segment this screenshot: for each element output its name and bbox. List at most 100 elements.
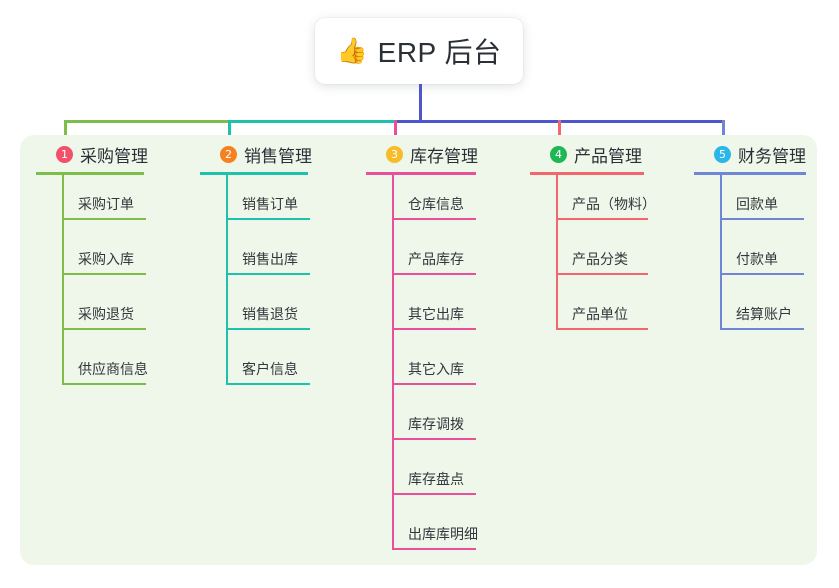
column-2: 2 销售管理销售订单销售出库销售退货客户信息 [200,142,312,395]
leaf-node-label: 采购入库 [78,251,134,267]
column-spine-2 [226,175,228,385]
leaf-node-label: 库存调拨 [408,416,464,432]
column-body-1: 采购订单采购入库采购退货供应商信息 [36,175,148,395]
column-spine-4 [556,175,558,330]
column-title-2: 销售管理 [244,146,312,166]
column-underline-2 [200,172,308,175]
column-3: 3 库存管理仓库信息产品库存其它出库其它入库库存调拨库存盘点出库库明细 [366,142,478,560]
column-badge-1: 1 [56,145,73,163]
leaf-node[interactable]: 仓库信息 [366,175,478,230]
leaf-node-label: 其它入库 [408,361,464,377]
column-header-3[interactable]: 3 库存管理 [366,142,478,166]
column-badge-3: 3 [386,145,403,163]
column-header-4[interactable]: 4 产品管理 [530,142,644,166]
leaf-node-label: 仓库信息 [408,196,464,212]
leaf-node-label: 结算账户 [736,306,792,322]
leaf-node-underline [720,328,804,330]
leaf-node-underline [392,273,476,275]
leaf-node-label: 客户信息 [242,361,298,377]
leaf-node[interactable]: 采购入库 [36,230,148,285]
leaf-node-underline [392,383,476,385]
column-4: 4 产品管理产品（物料） 产品分类产品单位 [530,142,656,340]
leaf-node[interactable]: 采购订单 [36,175,148,230]
leaf-node[interactable]: 其它出库 [366,285,478,340]
column-body-4: 产品（物料） 产品分类产品单位 [530,175,656,340]
leaf-node[interactable]: 产品（物料） [530,175,656,230]
leaf-node-underline [62,328,146,330]
column-spine-5 [720,175,722,330]
leaf-node[interactable]: 销售订单 [200,175,312,230]
column-underline-5 [694,172,806,175]
column-5: 5 财务管理回款单付款单结算账户 [694,142,806,340]
leaf-node-underline [226,328,310,330]
column-spine-3 [392,175,394,550]
connector-bus-segment-1 [64,120,231,123]
leaf-node-underline [392,548,476,550]
leaf-node[interactable]: 产品库存 [366,230,478,285]
leaf-node-underline [392,493,476,495]
leaf-node-label: 产品库存 [408,251,464,267]
leaf-node-label: 库存盘点 [408,471,464,487]
leaf-node[interactable]: 库存调拨 [366,395,478,450]
root-node-title: ERP 后台 [377,37,502,68]
leaf-node[interactable]: 产品分类 [530,230,648,285]
leaf-node[interactable]: 结算账户 [694,285,806,340]
leaf-node-underline [720,273,804,275]
column-underline-3 [366,172,476,175]
leaf-node-label: 出库库明细 [408,526,478,542]
leaf-node-label: 销售出库 [242,251,298,267]
column-spine-1 [62,175,64,385]
leaf-node[interactable]: 供应商信息 [36,340,148,395]
leaf-node[interactable]: 付款单 [694,230,806,285]
column-badge-2: 2 [220,145,237,163]
column-underline-4 [530,172,644,175]
column-title-3: 库存管理 [410,146,478,166]
column-underline-1 [36,172,144,175]
leaf-node-label: 采购退货 [78,306,134,322]
column-title-4: 产品管理 [574,146,642,166]
leaf-node-underline [62,273,146,275]
leaf-node-underline [556,328,648,330]
root-node-card[interactable]: 👍 ERP 后台 [315,18,523,84]
connector-root-stem [419,84,422,120]
leaf-node-label: 销售订单 [242,196,298,212]
leaf-node[interactable]: 库存盘点 [366,450,478,505]
column-badge-5: 5 [714,145,731,163]
leaf-node[interactable]: 回款单 [694,175,806,230]
leaf-node-label: 其它出库 [408,306,464,322]
leaf-node-underline [392,438,476,440]
leaf-node-label: 产品（物料） [572,196,656,212]
column-body-5: 回款单付款单结算账户 [694,175,806,340]
leaf-node[interactable]: 产品单位 [530,285,648,340]
leaf-node-label: 采购订单 [78,196,134,212]
leaf-node-underline [62,383,146,385]
column-body-3: 仓库信息产品库存其它出库其它入库库存调拨库存盘点出库库明细 [366,175,478,560]
column-title-5: 财务管理 [738,146,806,166]
column-title-1: 采购管理 [80,146,148,166]
root-node-content: 👍 ERP 后台 [337,31,502,71]
leaf-node[interactable]: 客户信息 [200,340,312,395]
column-body-2: 销售订单销售出库销售退货客户信息 [200,175,312,395]
leaf-node-label: 回款单 [736,196,778,212]
leaf-node[interactable]: 销售退货 [200,285,312,340]
leaf-node-underline [392,218,476,220]
leaf-node-underline [226,218,310,220]
column-badge-4: 4 [550,145,567,163]
column-header-2[interactable]: 2 销售管理 [200,142,312,166]
leaf-node-label: 产品单位 [572,306,628,322]
leaf-node-underline [556,273,648,275]
leaf-node-underline [226,273,310,275]
leaf-node-underline [392,328,476,330]
thumbs-up-icon: 👍 [336,36,368,65]
column-header-1[interactable]: 1 采购管理 [36,142,148,166]
leaf-node-underline [720,218,804,220]
leaf-node[interactable]: 其它入库 [366,340,478,395]
leaf-node-label: 供应商信息 [78,361,148,377]
leaf-node[interactable]: 出库库明细 [366,505,478,560]
leaf-node-underline [226,383,310,385]
leaf-node[interactable]: 采购退货 [36,285,148,340]
connector-bus-segment-2 [228,120,397,123]
leaf-node[interactable]: 销售出库 [200,230,312,285]
leaf-node-underline [62,218,146,220]
column-header-5[interactable]: 5 财务管理 [694,142,806,166]
